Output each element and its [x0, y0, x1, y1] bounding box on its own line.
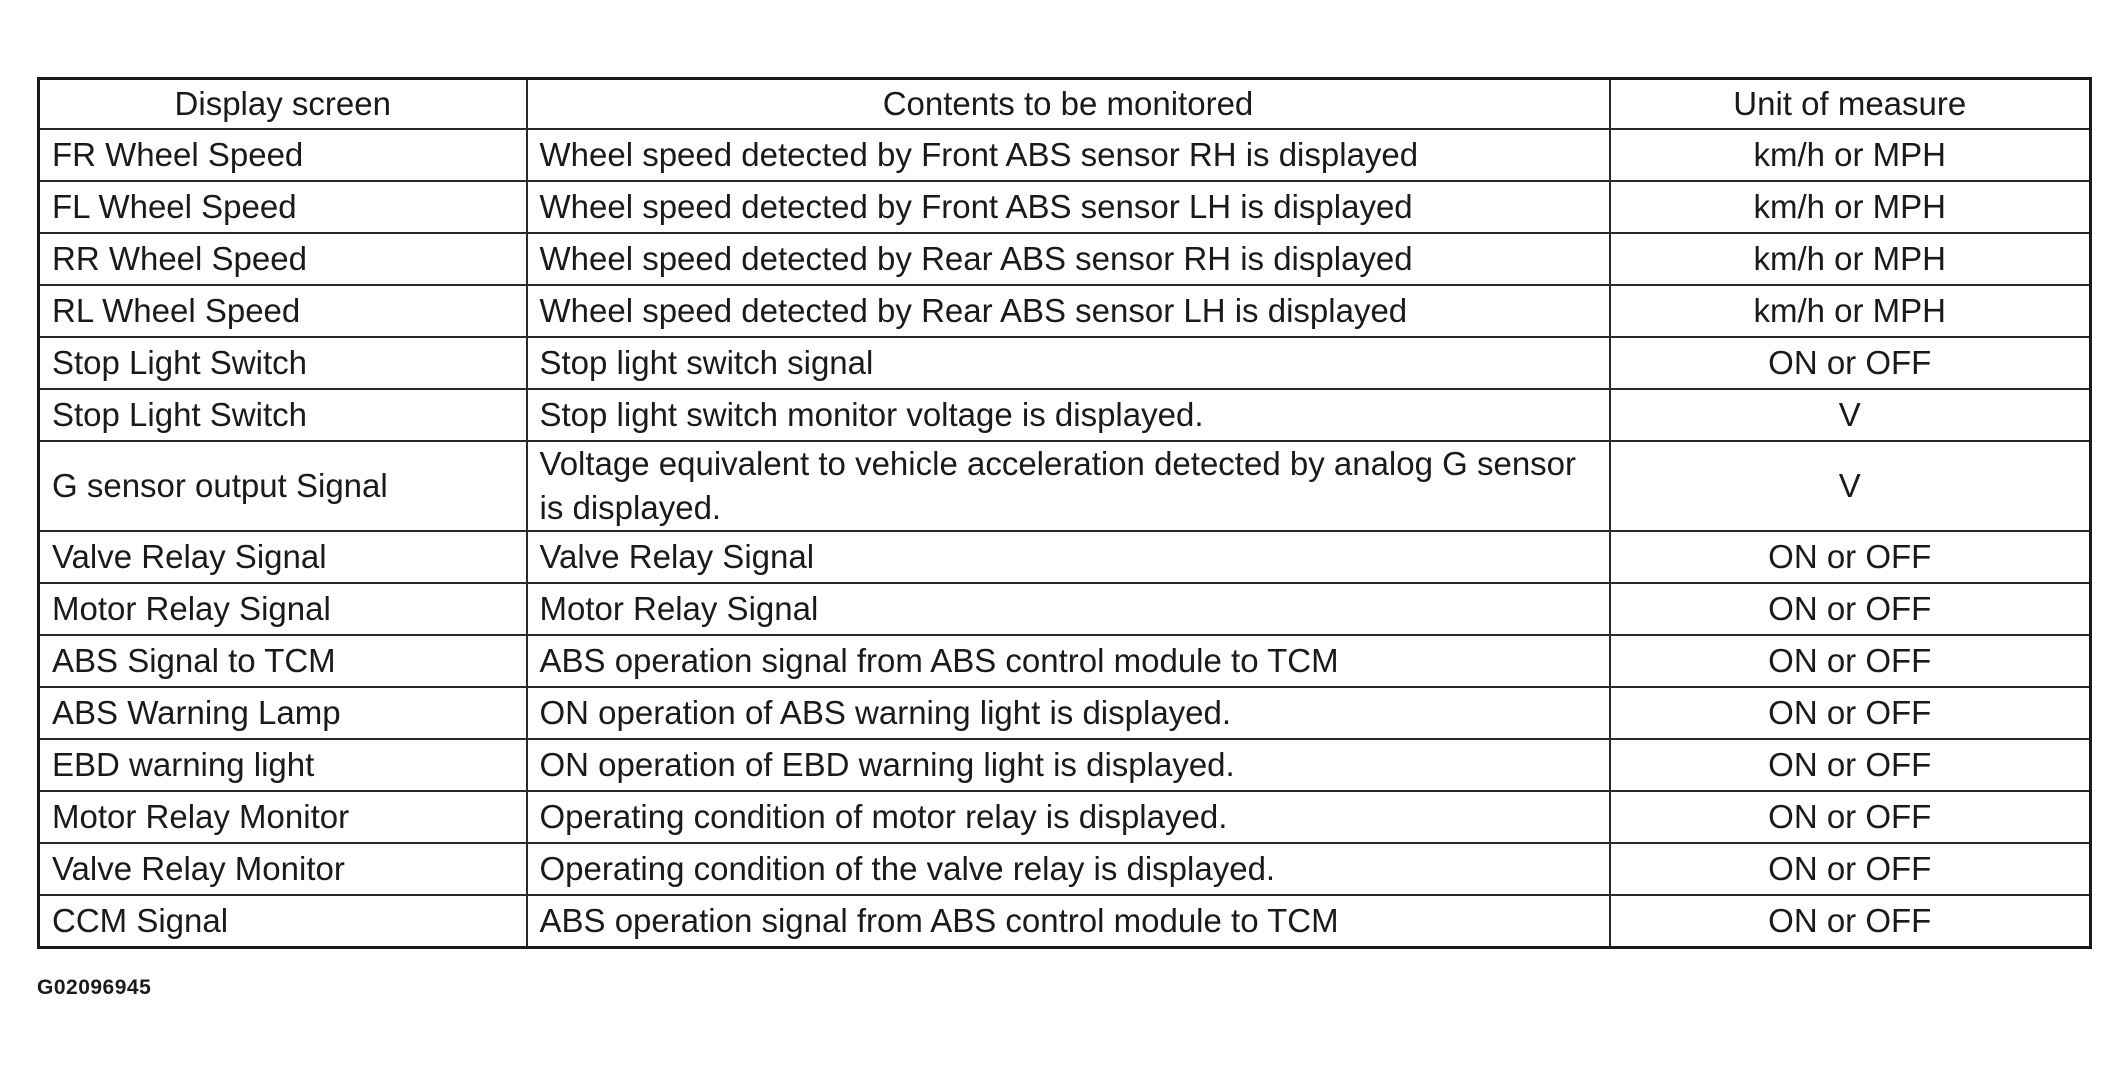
- cell-unit: ON or OFF: [1608, 842, 2092, 896]
- cell-contents: Stop light switch signal: [525, 336, 1611, 390]
- figure-id: G02096945: [37, 976, 152, 999]
- cell-display-screen: G sensor output Signal: [37, 440, 528, 532]
- cell-unit: km/h or MPH: [1608, 180, 2092, 234]
- cell-display-screen: CCM Signal: [37, 894, 528, 949]
- cell-contents: Operating condition of motor relay is di…: [525, 790, 1611, 844]
- cell-unit: ON or OFF: [1608, 738, 2092, 792]
- header-contents-monitored: Contents to be monitored: [525, 77, 1611, 130]
- table-row: FL Wheel Speed Wheel speed detected by F…: [37, 180, 2092, 234]
- cell-contents: ABS operation signal from ABS control mo…: [525, 894, 1611, 949]
- cell-contents: ABS operation signal from ABS control mo…: [525, 634, 1611, 688]
- cell-contents: Valve Relay Signal: [525, 530, 1611, 584]
- header-display-screen: Display screen: [37, 77, 528, 130]
- cell-unit: ON or OFF: [1608, 790, 2092, 844]
- table-row: RR Wheel Speed Wheel speed detected by R…: [37, 232, 2092, 286]
- monitor-table: Display screen Contents to be monitored …: [37, 77, 2092, 949]
- cell-contents: Wheel speed detected by Front ABS sensor…: [525, 128, 1611, 182]
- cell-unit: ON or OFF: [1608, 686, 2092, 740]
- cell-unit: ON or OFF: [1608, 634, 2092, 688]
- table-header-row: Display screen Contents to be monitored …: [37, 77, 2092, 130]
- table-row: Stop Light Switch Stop light switch sign…: [37, 336, 2092, 390]
- cell-display-screen: EBD warning light: [37, 738, 528, 792]
- cell-unit: ON or OFF: [1608, 582, 2092, 636]
- cell-unit: ON or OFF: [1608, 530, 2092, 584]
- cell-display-screen: Stop Light Switch: [37, 388, 528, 442]
- table-row: ABS Signal to TCM ABS operation signal f…: [37, 634, 2092, 688]
- table-row: Motor Relay Monitor Operating condition …: [37, 790, 2092, 844]
- cell-contents: Stop light switch monitor voltage is dis…: [525, 388, 1611, 442]
- cell-unit: km/h or MPH: [1608, 232, 2092, 286]
- cell-contents: ON operation of EBD warning light is dis…: [525, 738, 1611, 792]
- cell-contents: ON operation of ABS warning light is dis…: [525, 686, 1611, 740]
- cell-contents: Wheel speed detected by Front ABS sensor…: [525, 180, 1611, 234]
- cell-contents: Wheel speed detected by Rear ABS sensor …: [525, 284, 1611, 338]
- cell-display-screen: RR Wheel Speed: [37, 232, 528, 286]
- cell-unit: km/h or MPH: [1608, 284, 2092, 338]
- table-row: Valve Relay Monitor Operating condition …: [37, 842, 2092, 896]
- table-row: Stop Light Switch Stop light switch moni…: [37, 388, 2092, 442]
- cell-contents: Motor Relay Signal: [525, 582, 1611, 636]
- cell-display-screen: Valve Relay Signal: [37, 530, 528, 584]
- cell-display-screen: FL Wheel Speed: [37, 180, 528, 234]
- table-row: CCM Signal ABS operation signal from ABS…: [37, 894, 2092, 949]
- cell-unit: V: [1608, 440, 2092, 532]
- table-row: ABS Warning Lamp ON operation of ABS war…: [37, 686, 2092, 740]
- cell-display-screen: RL Wheel Speed: [37, 284, 528, 338]
- header-unit-of-measure: Unit of measure: [1608, 77, 2092, 130]
- cell-contents: Wheel speed detected by Rear ABS sensor …: [525, 232, 1611, 286]
- monitor-table-container: Display screen Contents to be monitored …: [37, 77, 2092, 949]
- cell-display-screen: Motor Relay Monitor: [37, 790, 528, 844]
- table-row: RL Wheel Speed Wheel speed detected by R…: [37, 284, 2092, 338]
- table-row: G sensor output Signal Voltage equivalen…: [37, 440, 2092, 532]
- table-row: Motor Relay Signal Motor Relay Signal ON…: [37, 582, 2092, 636]
- cell-contents: Voltage equivalent to vehicle accelerati…: [525, 440, 1611, 532]
- cell-display-screen: Valve Relay Monitor: [37, 842, 528, 896]
- cell-unit: ON or OFF: [1608, 336, 2092, 390]
- cell-display-screen: ABS Warning Lamp: [37, 686, 528, 740]
- cell-unit: ON or OFF: [1608, 894, 2092, 949]
- table-row: FR Wheel Speed Wheel speed detected by F…: [37, 128, 2092, 182]
- table-row: EBD warning light ON operation of EBD wa…: [37, 738, 2092, 792]
- cell-display-screen: ABS Signal to TCM: [37, 634, 528, 688]
- cell-display-screen: Stop Light Switch: [37, 336, 528, 390]
- cell-display-screen: Motor Relay Signal: [37, 582, 528, 636]
- cell-contents: Operating condition of the valve relay i…: [525, 842, 1611, 896]
- cell-unit: V: [1608, 388, 2092, 442]
- cell-unit: km/h or MPH: [1608, 128, 2092, 182]
- table-row: Valve Relay Signal Valve Relay Signal ON…: [37, 530, 2092, 584]
- cell-display-screen: FR Wheel Speed: [37, 128, 528, 182]
